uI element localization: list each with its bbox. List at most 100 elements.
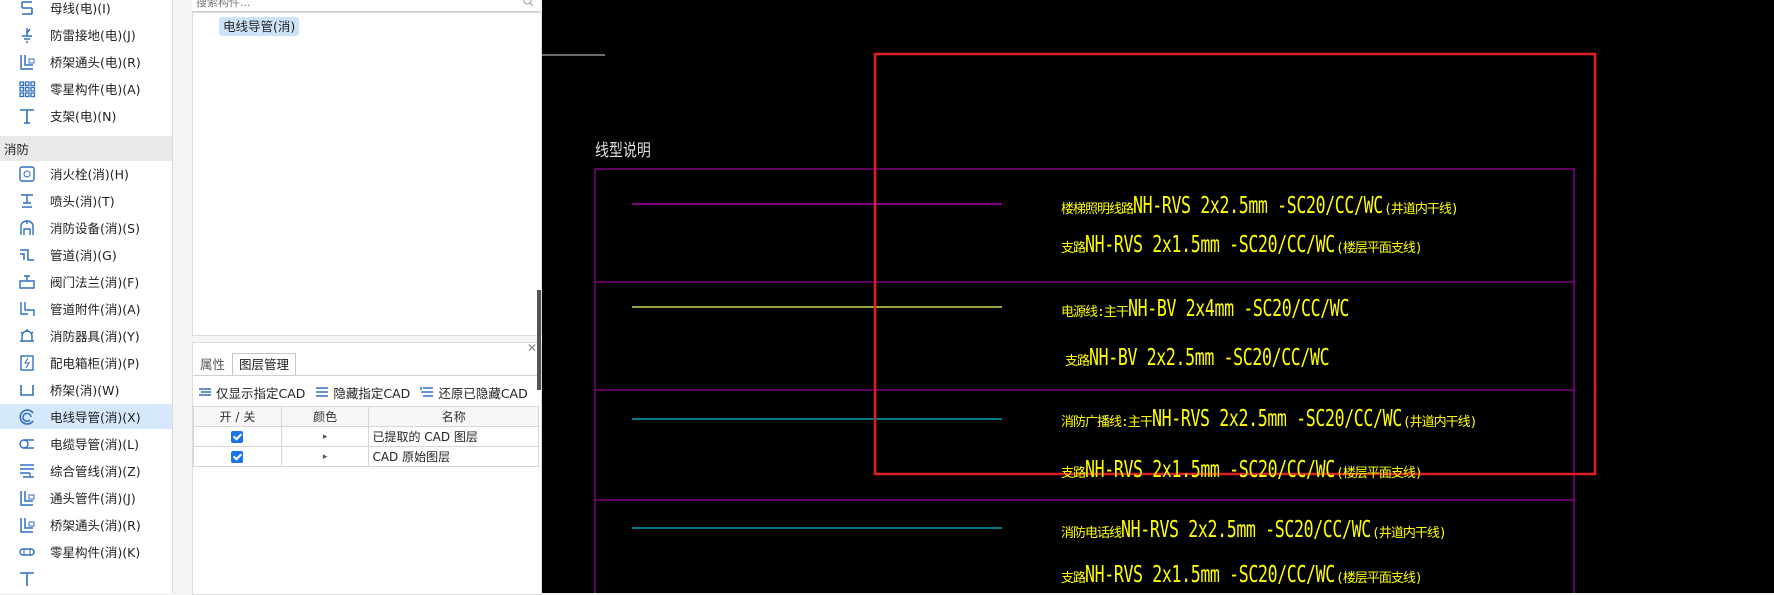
cad-drawing [542,52,1597,593]
cad-text-row1-line2: 支路NH-RVS 2x1.5mm -SC20/CC/WC(楼层平面支线) [1061,232,1423,258]
cad-title: 线型说明 [595,141,651,161]
properties-panel: ✕ 属性 图层管理 仅显示指定CAD 隐藏指定CAD 还原已隐藏CAD 开 / … [192,341,542,595]
search-input[interactable] [194,0,518,11]
hide-cad-button[interactable]: 隐藏指定CAD [315,381,410,403]
tree-item-misc-component[interactable]: 零星构件(电)(A) [0,76,172,101]
tree-item-composite-pipeline[interactable]: 综合管线(消)(Z) [0,458,172,483]
hide-cad-label: 隐藏指定CAD [333,385,411,401]
tree-item-label: 桥架通头(消)(R) [50,518,141,533]
tab-divider [193,375,541,376]
component-panel: 电线导管(消) ✕ 属性 图层管理 仅显示指定CAD 隐藏指定CAD 还原已隐藏… [190,0,542,595]
panel-splitter[interactable] [537,290,541,390]
component-item-selected[interactable]: 电线导管(消) [219,17,300,36]
tree-item-pipe-fitting[interactable]: 通头管件(消)(J) [0,485,172,510]
tree-item-label: 消防设备(消)(S) [50,221,140,236]
valve-icon [17,272,37,292]
tree-item-conduit[interactable]: 电线导管(消)(X) [0,404,172,429]
layer-visible-checkbox[interactable] [231,431,244,443]
tree-item-misc-component-fire[interactable]: 零星构件(消)(K) [0,539,172,564]
cad-text-row4-line1: 消防电话线NH-RVS 2x2.5mm -SC20/CC/WC(井道内干线) [1061,517,1447,543]
table-row[interactable]: ▸ 已提取的 CAD 图层 [193,426,539,447]
layers-hide-icon [316,387,329,397]
tree-group-label: 消防 [4,142,30,157]
tree-item-partial[interactable] [0,566,172,591]
legend-table-border [594,168,1575,593]
tree-item-label: 通头管件(消)(J) [50,491,136,506]
tree-item-label: 桥架通头(电)(R) [50,55,141,70]
tree-item-tray-fitting[interactable]: 桥架通头(电)(R) [0,49,172,74]
column-header-color[interactable]: 颜色 [280,406,370,427]
distribution-box-icon [17,353,37,373]
cad-text-row3-line2: 支路NH-RVS 2x1.5mm -SC20/CC/WC(楼层平面支线) [1061,457,1423,483]
cad-text-row4-line2: 支路NH-RVS 2x1.5mm -SC20/CC/WC(楼层平面支线) [1061,562,1423,588]
restore-hidden-cad-label: 还原已隐藏CAD [438,385,528,401]
color-expand-icon[interactable]: ▸ [280,446,370,467]
bracket-icon [17,569,37,589]
fire-equipment-icon [17,218,37,238]
search-icon[interactable] [523,0,534,10]
pipe-icon [17,245,37,265]
tree-item-bracket[interactable]: 支架(电)(N) [0,103,172,128]
layer-visible-checkbox[interactable] [231,451,244,463]
tree-item-alarm[interactable]: 消防器具(消)(Y) [0,323,172,348]
show-only-cad-label: 仅显示指定CAD [216,385,306,401]
tree-item-cable-tray[interactable]: 桥架(消)(W) [0,377,172,402]
busbar-icon [17,0,37,18]
tree-item-sprinkler[interactable]: 喷头(消)(T) [0,188,172,213]
tree-item-pipe[interactable]: 管道(消)(G) [0,242,172,267]
tree-item-label: 母线(电)(I) [50,1,111,16]
search-box [192,0,540,12]
composite-pipeline-icon [17,461,37,481]
misc-component-icon [17,542,37,562]
tree-item-label: 综合管线(消)(Z) [50,464,141,479]
cad-text-row3-line1: 消防广播线:主干NH-RVS 2x2.5mm -SC20/CC/WC(井道内干线… [1061,406,1478,432]
cad-canvas[interactable]: 线型说明 楼梯照明线路NH-RVS 2x2.5mm -SC20/CC/WC(井道… [542,0,1774,593]
table-row[interactable]: ▸ CAD 原始图层 [193,446,539,467]
tree-item-label: 管道附件(消)(A) [50,302,141,317]
tree-item-label: 管道(消)(G) [50,248,117,263]
component-tree: 母线(电)(I) 防雷接地(电)(J) 桥架通头(电)(R) 零星构件(电)(A… [0,0,173,593]
cad-text-row1-line1: 楼梯照明线路NH-RVS 2x2.5mm -SC20/CC/WC(井道内干线) [1061,193,1459,219]
tray-fitting-icon [17,52,37,72]
column-header-toggle[interactable]: 开 / 关 [193,406,282,427]
tree-item-distribution-box[interactable]: 配电箱柜(消)(P) [0,350,172,375]
restore-hidden-cad-button[interactable]: 还原已隐藏CAD [420,381,528,403]
tree-item-fire-equipment[interactable]: 消防设备(消)(S) [0,215,172,240]
tree-item-label: 配电箱柜(消)(P) [50,356,140,371]
color-expand-icon[interactable]: ▸ [280,426,370,447]
tree-item-valve[interactable]: 阀门法兰(消)(F) [0,269,172,294]
tree-group-fire[interactable]: 消防 [0,136,172,161]
tab-layer-management[interactable]: 图层管理 [232,353,297,375]
layer-toolbar: 仅显示指定CAD 隐藏指定CAD 还原已隐藏CAD [193,381,541,403]
tree-item-lightning-ground[interactable]: 防雷接地(电)(J) [0,22,172,47]
tree-item-label: 消火栓(消)(H) [50,167,129,182]
selection-highlight [873,52,1597,476]
layer-name: CAD 原始图层 [368,446,539,467]
tree-item-pipe-accessory[interactable]: 管道附件(消)(A) [0,296,172,321]
grid-dots-icon [17,79,37,99]
close-icon[interactable]: ✕ [526,341,537,355]
layer-table-header: 开 / 关 颜色 名称 [193,406,539,427]
tree-item-label: 桥架(消)(W) [50,383,120,398]
hydrant-icon [17,164,37,184]
tree-item-label: 消防器具(消)(Y) [50,329,140,344]
tab-properties[interactable]: 属性 [200,357,226,372]
conduit-icon [17,407,37,427]
tree-item-cable-conduit[interactable]: 电缆导管(消)(L) [0,431,172,456]
cable-tray-icon [17,380,37,400]
alarm-icon [17,326,37,346]
sprinkler-icon [17,191,37,211]
tree-item-hydrant[interactable]: 消火栓(消)(H) [0,161,172,186]
cable-conduit-icon [17,434,37,454]
tree-item-tray-fitting-fire[interactable]: 桥架通头(消)(R) [0,512,172,537]
show-only-cad-button[interactable]: 仅显示指定CAD [198,381,305,403]
tree-item-busbar[interactable]: 母线(电)(I) [0,0,172,20]
lightning-ground-icon [17,25,37,45]
tree-item-label: 电线导管(消)(X) [50,410,141,425]
column-header-name[interactable]: 名称 [368,406,539,427]
bracket-icon [17,106,37,126]
cad-text-row2-line1: 电源线:主干NH-BV 2x4mm -SC20/CC/WC [1061,296,1349,322]
tray-fitting-icon [17,515,37,535]
component-list: 电线导管(消) [192,12,542,336]
tree-item-label: 防雷接地(电)(J) [50,28,136,43]
